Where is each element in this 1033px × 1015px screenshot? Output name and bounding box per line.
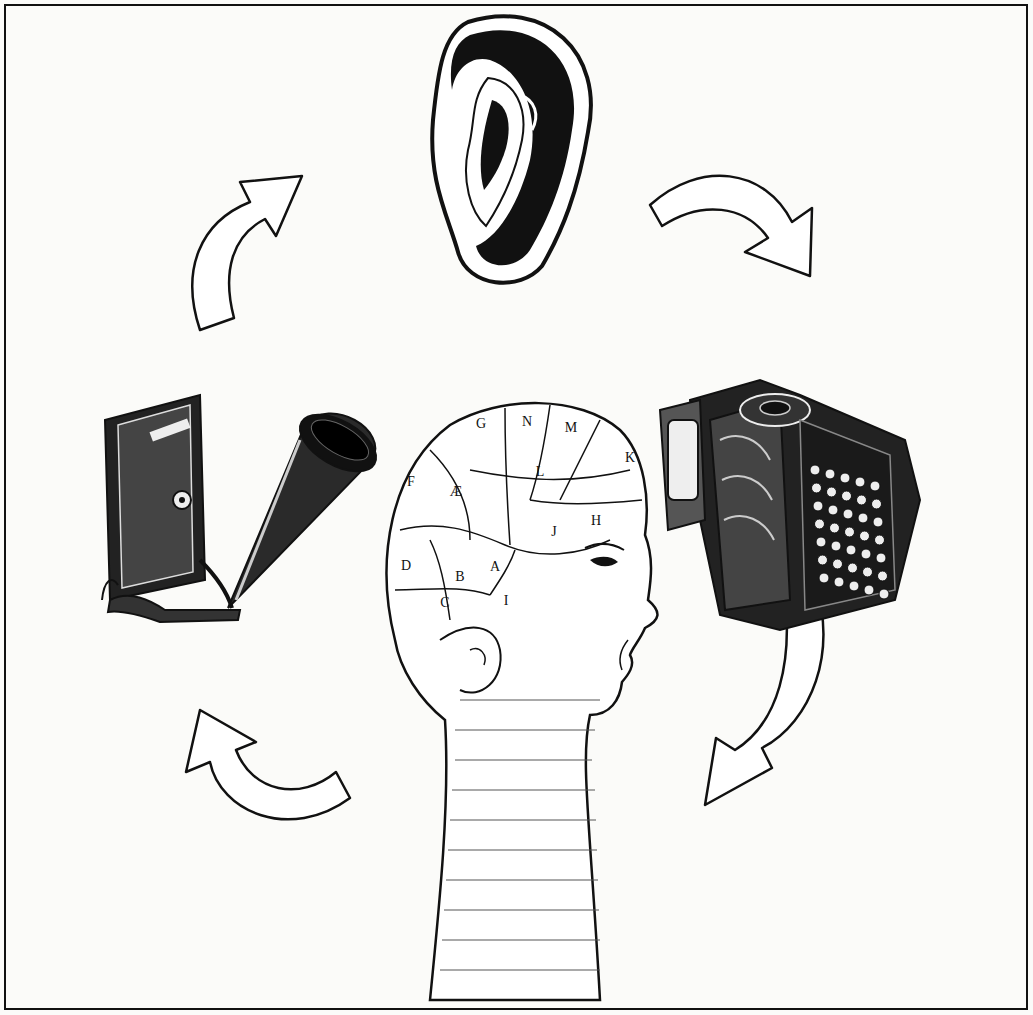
region-letter: M (565, 421, 577, 435)
typewriter-key (878, 571, 888, 581)
gramophone-drawing (102, 395, 385, 622)
typewriter-key (860, 531, 870, 541)
ear-drawing (432, 16, 591, 282)
typewriter-key (816, 537, 826, 547)
curved-arrow (650, 176, 812, 276)
region-letter: Æ (450, 485, 462, 499)
typewriter-key (825, 469, 835, 479)
typewriter-key (857, 495, 867, 505)
region-letter: D (401, 559, 411, 573)
frame-border (5, 5, 1027, 1009)
typewriter-key (879, 589, 889, 599)
typewriter-key (813, 501, 823, 511)
region-letter: L (536, 465, 545, 479)
region-letter: J (551, 525, 556, 539)
typewriter-key (827, 487, 837, 497)
typewriter-key (815, 519, 825, 529)
typewriter-key (819, 573, 829, 583)
region-letter: K (625, 451, 635, 465)
typewriter-key (846, 545, 856, 555)
region-letter: N (522, 415, 532, 429)
typewriter-key (870, 481, 880, 491)
typewriter-key (833, 559, 843, 569)
typewriter-drawing (660, 380, 920, 630)
typewriter-key (849, 581, 859, 591)
typewriter-key (840, 473, 850, 483)
typewriter-key (812, 483, 822, 493)
typewriter-key (845, 527, 855, 537)
typewriter-key (876, 553, 886, 563)
typewriter-key (834, 577, 844, 587)
region-letter: F (407, 475, 415, 489)
typewriter-key (864, 585, 874, 595)
typewriter-key (848, 563, 858, 573)
typewriter-key (872, 499, 882, 509)
typewriter-key (875, 535, 885, 545)
curved-arrow (192, 176, 302, 330)
region-letter: B (455, 570, 464, 584)
typewriter-key (842, 491, 852, 501)
typewriter-key (873, 517, 883, 527)
region-letter: C (440, 596, 449, 610)
typewriter-key (855, 477, 865, 487)
typewriter-key (861, 549, 871, 559)
region-letter: A (490, 560, 500, 574)
typewriter-key (830, 523, 840, 533)
typewriter-key (818, 555, 828, 565)
region-letter: G (476, 417, 486, 431)
typewriter-key (858, 513, 868, 523)
typewriter-key (831, 541, 841, 551)
typewriter-key (843, 509, 853, 519)
typewriter-key (810, 465, 820, 475)
region-letter: H (591, 514, 601, 528)
typewriter-key (863, 567, 873, 577)
phrenology-head-drawing (387, 403, 658, 1000)
curved-arrow (186, 710, 350, 819)
typewriter-key (828, 505, 838, 515)
region-letter: I (504, 594, 509, 608)
